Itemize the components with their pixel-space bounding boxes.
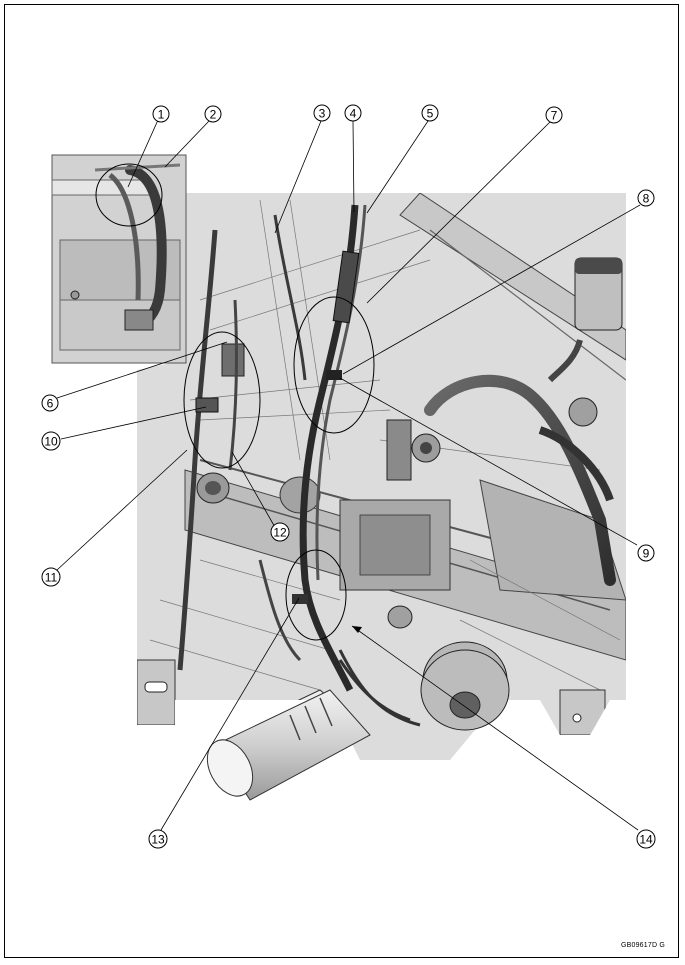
main-illustration (137, 193, 626, 801)
svg-text:14: 14 (639, 833, 653, 847)
svg-text:13: 13 (151, 833, 165, 847)
callout-5: 5 (421, 104, 439, 122)
svg-text:5: 5 (427, 107, 434, 121)
callout-1: 1 (152, 105, 170, 123)
svg-text:7: 7 (551, 109, 558, 123)
svg-text:9: 9 (643, 547, 650, 561)
callout-3: 3 (313, 104, 331, 122)
svg-text:12: 12 (273, 526, 287, 540)
figure-reference-code: GB09617D G (620, 942, 665, 949)
detail-ellipse-center (293, 296, 375, 434)
callout-markers: 1 2 3 4 5 7 8 6 10 11 12 9 13 14 (41, 104, 656, 849)
page-frame (4, 4, 679, 958)
svg-text:2: 2 (210, 108, 217, 122)
callout-9: 9 (637, 544, 655, 562)
detail-circle-inset (95, 163, 163, 227)
inset-detail (51, 154, 187, 364)
callout-6: 6 (41, 394, 59, 412)
callout-2: 2 (204, 105, 222, 123)
callout-13: 13 (148, 829, 168, 849)
svg-text:6: 6 (47, 397, 54, 411)
svg-text:10: 10 (44, 435, 58, 449)
callout-12: 12 (270, 522, 290, 542)
detail-circles (95, 163, 375, 641)
callout-7: 7 (545, 106, 563, 124)
callout-8: 8 (637, 189, 655, 207)
leader-lines (56, 119, 641, 831)
svg-text:8: 8 (643, 192, 650, 206)
svg-text:1: 1 (158, 108, 165, 122)
callout-14: 14 (636, 829, 656, 849)
callout-11: 11 (41, 567, 61, 587)
svg-text:11: 11 (45, 571, 58, 585)
svg-text:3: 3 (319, 107, 326, 121)
svg-text:4: 4 (350, 107, 357, 121)
callout-4: 4 (344, 104, 362, 122)
detail-ellipse-lower (285, 549, 347, 641)
callout-10: 10 (41, 431, 61, 451)
detail-ellipse-left (183, 331, 261, 469)
